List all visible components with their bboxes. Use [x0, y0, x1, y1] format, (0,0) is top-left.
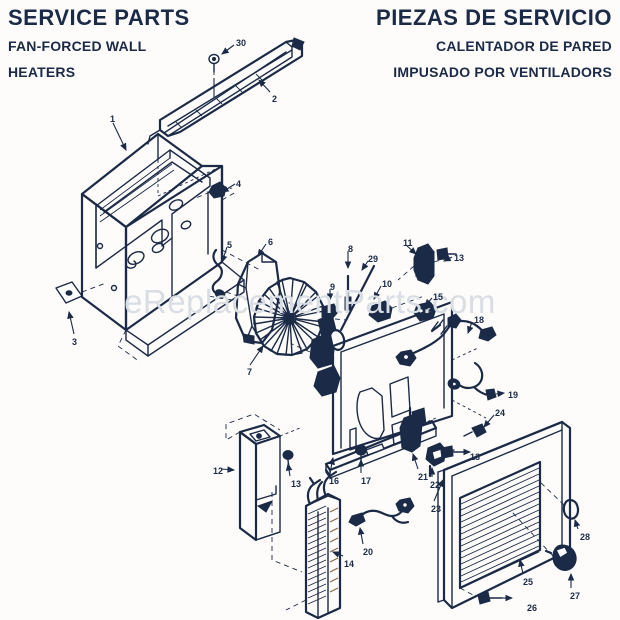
callout-number-13c: 13: [470, 452, 481, 462]
part-9-spacer: [321, 303, 339, 320]
part-1-wall-can-cabinet: [80, 132, 261, 363]
part-4-wire-connector: [195, 181, 233, 199]
callout-number-12: 12: [213, 466, 224, 476]
part-21-thermostat: [387, 406, 437, 453]
part-7-fan-blade: [252, 276, 347, 357]
part-20-lead-wire: [348, 497, 415, 527]
callout-number-26: 26: [527, 603, 538, 613]
callout-number-16: 16: [329, 476, 340, 486]
callout-number-6: 6: [268, 237, 274, 247]
subtitle-spanish-line2: IMPUSADO POR VENTILADORS: [393, 64, 612, 80]
callout-number-17: 17: [361, 476, 372, 486]
subtitle-english-line1: FAN-FORCED WALL: [8, 38, 147, 54]
callout-leader-lines: [67, 44, 581, 588]
callout-number-27: 27: [570, 591, 581, 601]
callout-number-11: 11: [403, 238, 413, 248]
part-18-wire-harness: [395, 313, 497, 367]
callout-number-18: 18: [474, 315, 485, 325]
callout-number-14: 14: [344, 559, 355, 569]
callout-number-9: 9: [330, 282, 336, 292]
part-24-screw: [463, 423, 487, 438]
callout-number-10: 10: [382, 279, 393, 289]
part-25-louvered-grille: [458, 460, 542, 597]
part-5-wire-lead: [211, 248, 251, 301]
part-23-grille-frame: [437, 420, 572, 610]
subtitle-spanish-line1: CALENTADOR DE PARED: [436, 38, 612, 54]
part-17-nut: [355, 444, 367, 463]
callout-number-19: 19: [508, 390, 519, 400]
callout-number-24: 24: [495, 408, 506, 418]
part-27-thermostat-knob: [511, 511, 577, 571]
callout-number-5: 5: [227, 240, 233, 250]
callout-number-8: 8: [348, 244, 354, 254]
callout-number-13b: 13: [291, 479, 302, 489]
part-2-mounting-bracket: [147, 37, 305, 145]
part-10-bracket-clip: [368, 295, 425, 323]
callout-number-7: 7: [247, 367, 253, 377]
callout-number-25: 25: [523, 577, 534, 587]
callout-number-29: 29: [368, 254, 379, 264]
callout-number-20: 20: [363, 547, 374, 557]
callout-number-1: 1: [110, 114, 116, 124]
callout-number-4: 4: [236, 179, 242, 189]
part-11-thermal-cutout: [397, 243, 449, 285]
subtitle-english-line2: HEATERS: [8, 64, 76, 80]
callout-number-21: 21: [418, 472, 429, 482]
part-26-grille-screw: [477, 591, 514, 605]
callout-number-30: 30: [236, 38, 247, 48]
part-16-mounting-plate: [291, 300, 487, 479]
part-12-side-bracket: [225, 413, 303, 573]
part-3-knockout-cover: [55, 281, 107, 304]
callout-number-15: 15: [433, 292, 444, 302]
callout-number-2: 2: [272, 94, 278, 104]
part-22-thermostat-shaft: [425, 442, 455, 478]
part-6-fan-shroud: [207, 251, 297, 345]
callout-number-3: 3: [72, 337, 78, 347]
page-title-spanish: PIEZAS DE SERVICIO: [376, 5, 612, 30]
part-28-knob-washer: [537, 479, 580, 520]
callout-number-13: 13: [454, 253, 465, 263]
part-14-heating-element: [285, 468, 342, 620]
part-19-wire-lead-assembly: [447, 361, 506, 401]
callout-number-28: 28: [580, 532, 591, 542]
part-8-motor-shaft-screw: [344, 274, 352, 311]
callout-number-22: 22: [430, 480, 441, 490]
page-title-english: SERVICE PARTS: [8, 5, 190, 30]
callout-number-23: 23: [431, 504, 442, 514]
